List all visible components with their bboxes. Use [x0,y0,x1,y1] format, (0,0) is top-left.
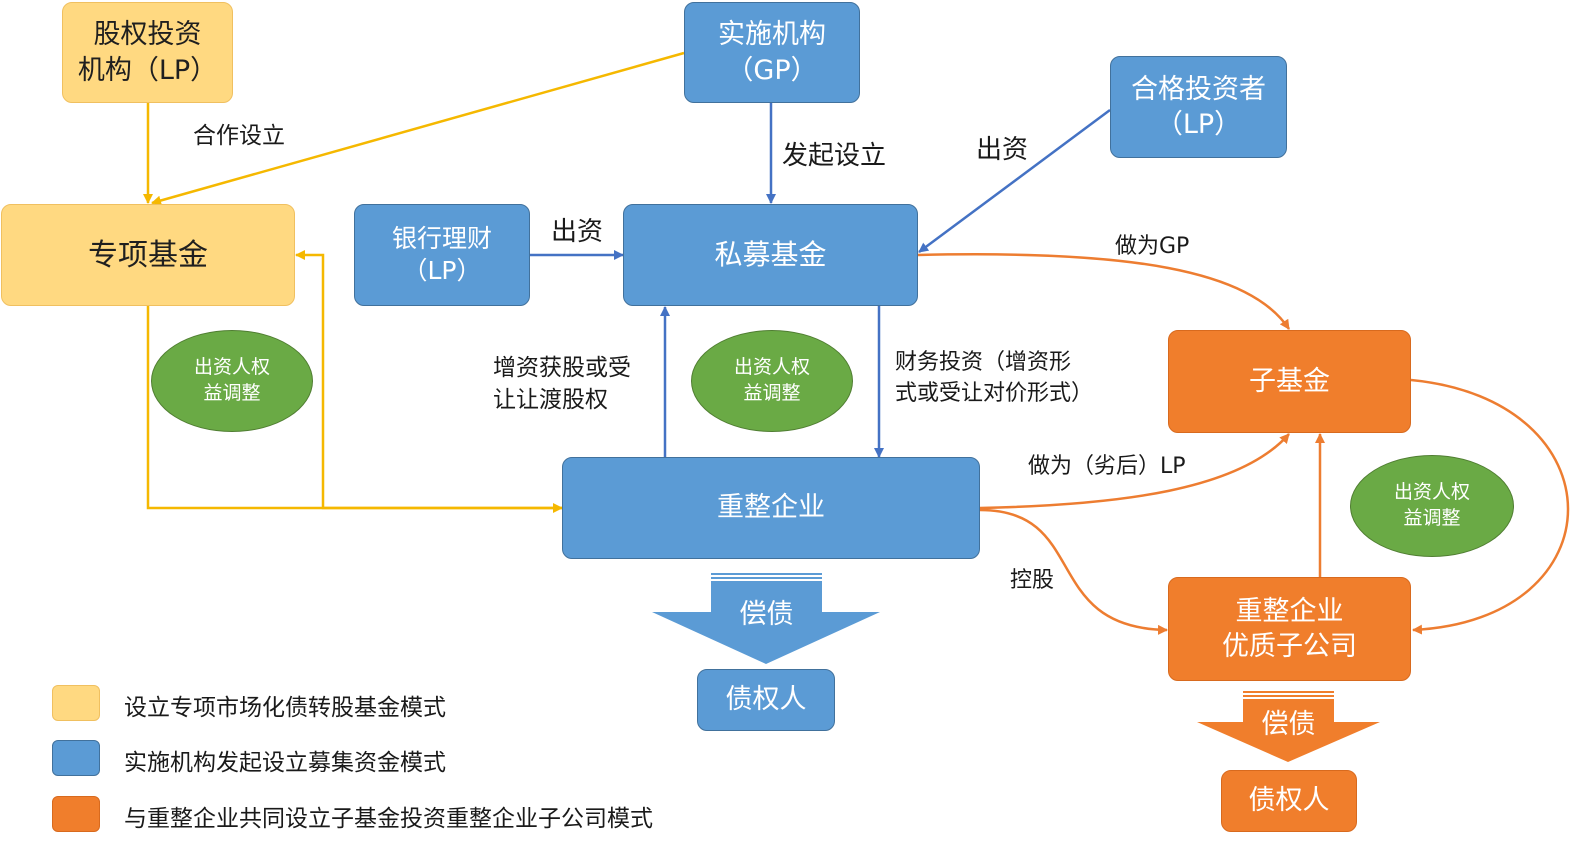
label-invest-bank: 出资 [551,217,604,247]
edge-restructured-to-subsidiary [979,508,1168,635]
label-invest-qualified: 出资 [976,135,1029,165]
edge-restructured-to-subfund [979,433,1290,510]
edge-restructured-to-special [295,250,562,510]
node-qualified-investor: 合格投资者 （LP） [1110,56,1287,158]
edge-qualified-to-private [918,108,1111,254]
node-equity-investor: 股权投资 机构（LP） [62,2,233,103]
repay-label-center: 偿债 [739,599,794,630]
node-implementer: 实施机构 （GP） [684,2,860,103]
legend-swatch-orange [52,796,100,832]
node-sub-fund: 子基金 [1168,330,1411,433]
node-private-fund: 私募基金 [623,204,918,306]
node-quality-subsidiary: 重整企业 优质子公司 [1168,577,1411,681]
legend-item-blue: 实施机构发起设立募集资金模式 [124,750,446,776]
edge-subfund-to-subsidiary [1410,378,1570,635]
node-creditor-center: 债权人 [697,669,835,731]
node-bank-wealth: 银行理财 （LP） [354,204,530,306]
legend-swatch-yellow [52,685,100,721]
repay-arrow-center [652,573,880,664]
oval-right-equity-adjust: 出资人权 益调整 [1350,455,1514,557]
repay-arrow-right [1197,691,1380,762]
node-creditor-right: 债权人 [1221,770,1357,832]
edge-implementer-to-special [151,51,685,206]
oval-center-equity-adjust: 出资人权 益调整 [691,330,853,432]
repay-label-right: 偿债 [1261,709,1316,740]
legend-item-orange: 与重整企业共同设立子基金投资重整企业子公司模式 [124,806,653,832]
label-cooperate: 合作设立 [193,123,285,149]
label-initiate: 发起设立 [782,141,887,171]
label-capital-increase: 增资获股或受 让让渡股权 [493,355,631,414]
legend-item-yellow: 设立专项市场化债转股基金模式 [124,695,446,721]
label-as-lp: 做为（劣后）LP [1028,454,1186,479]
label-as-gp: 做为GP [1115,234,1190,259]
legend-swatch-blue [52,740,100,776]
oval-left-equity-adjust: 出资人权 益调整 [151,330,313,432]
label-holding: 控股 [1010,568,1055,593]
label-financial-investment: 财务投资（增资形 式或受让对价形式） [895,350,1094,406]
node-restructured-company: 重整企业 [562,457,980,559]
edge-private-to-subfund [917,253,1291,330]
node-special-fund: 专项基金 [1,204,295,306]
